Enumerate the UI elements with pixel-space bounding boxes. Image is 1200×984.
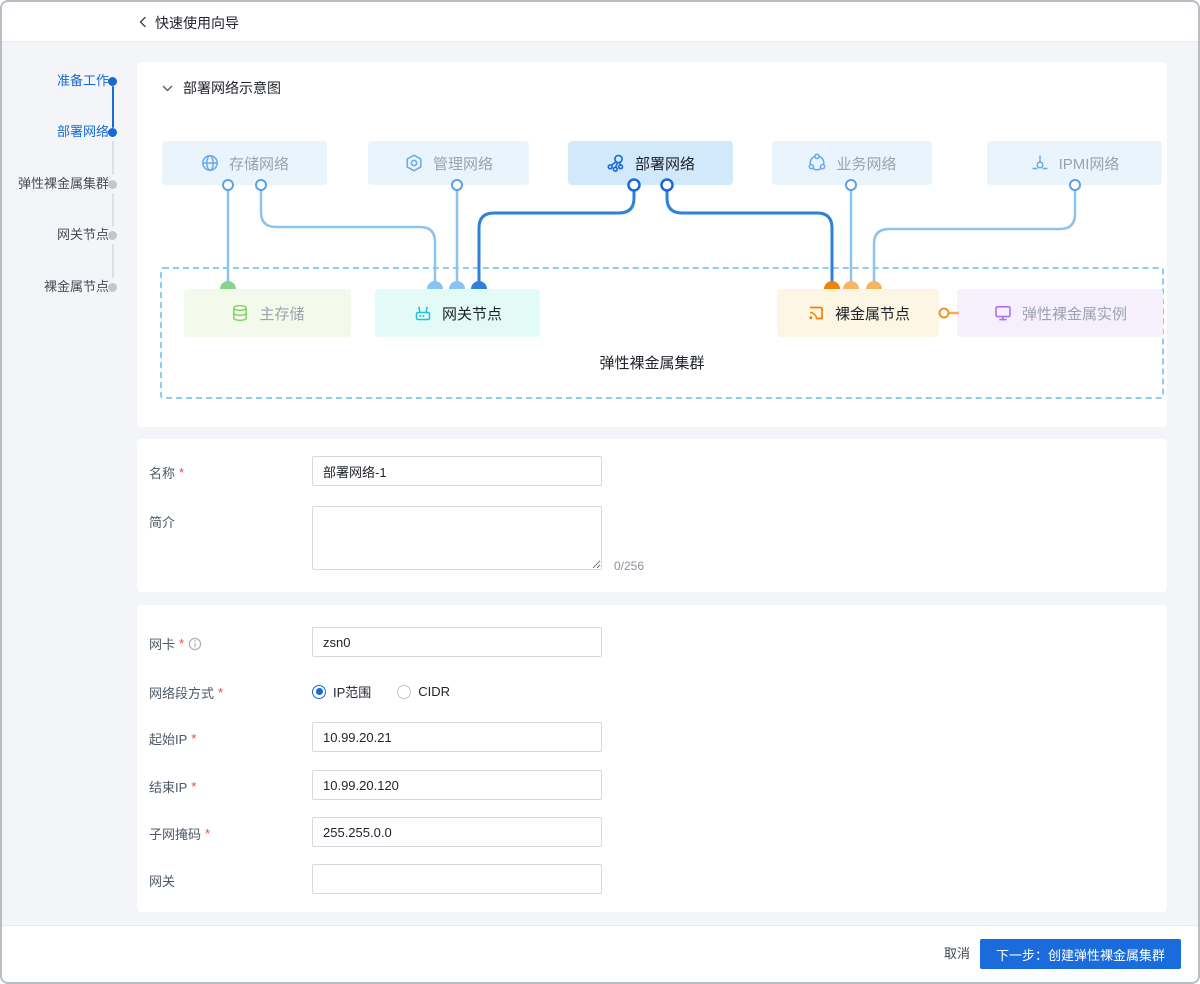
radio-ip-range[interactable]: IP范围 xyxy=(312,682,371,701)
node-ipmi-network[interactable]: IPMI网络 xyxy=(987,141,1162,185)
step-baremetal-node-dot xyxy=(108,282,117,292)
step-deploy-network[interactable]: 部署网络 xyxy=(56,124,109,139)
business-cluster-icon xyxy=(809,153,826,171)
basic-info-form: 名称* 简介 0/256 xyxy=(137,439,1167,592)
node-label: 主存储 xyxy=(259,305,305,323)
node-business-network[interactable]: 业务网络 xyxy=(772,141,932,185)
node-label: 裸金属节点 xyxy=(834,305,910,323)
database-icon xyxy=(233,304,248,322)
nic-label: 网卡* xyxy=(149,634,202,653)
cast-icon xyxy=(809,306,823,320)
name-label: 名称* xyxy=(149,465,185,481)
required-mark: * xyxy=(191,779,197,794)
end-ip-label: 结束IP* xyxy=(149,779,197,795)
subnet-mask-label: 子网掩码* xyxy=(149,826,211,842)
node-label: 弹性裸金属实例 xyxy=(1021,305,1127,323)
ipmi-pin-icon xyxy=(1032,155,1048,170)
page-title: 快速使用向导 xyxy=(155,15,239,31)
cluster-label: 弹性裸金属集群 xyxy=(599,355,705,372)
required-mark: * xyxy=(205,826,211,841)
globe-icon xyxy=(202,155,218,171)
node-label: 网关节点 xyxy=(441,305,502,323)
node-elastic-instance[interactable]: 弹性裸金属实例 xyxy=(957,289,1163,337)
step-connector xyxy=(111,86,114,128)
required-mark: * xyxy=(191,731,197,746)
gateway-label: 网关 xyxy=(149,874,176,889)
step-connector xyxy=(111,193,114,227)
diagram-title: 部署网络示意图 xyxy=(183,80,281,96)
info-icon[interactable] xyxy=(188,637,202,651)
step-connector xyxy=(111,141,114,175)
required-mark: * xyxy=(179,465,185,480)
back-button[interactable] xyxy=(134,13,152,31)
description-textarea[interactable] xyxy=(312,506,602,570)
cancel-button[interactable]: 取消 xyxy=(938,942,976,963)
manage-icon xyxy=(406,154,422,172)
node-label: 存储网络 xyxy=(228,155,289,173)
router-icon xyxy=(415,306,431,321)
chevron-left-icon xyxy=(139,16,146,28)
monitor-icon xyxy=(995,305,1011,321)
app-header: 快速使用向导 xyxy=(2,2,1198,42)
wizard-stepper: 准备工作 部署网络 弹性裸金属集群 网关节点 裸金属节点 xyxy=(2,42,137,922)
step-baremetal-node[interactable]: 裸金属节点 xyxy=(43,279,109,294)
network-diagram-panel: 部署网络示意图 存储网络 管理网络 部署网络 业务网络 IPMI网络 主存储 xyxy=(137,62,1167,427)
radio-unselected-icon xyxy=(397,684,412,699)
subnet-mask-input[interactable] xyxy=(312,817,602,847)
node-primary-storage[interactable]: 主存储 xyxy=(184,289,351,337)
step-prepare[interactable]: 准备工作 xyxy=(56,73,109,88)
char-counter: 0/256 xyxy=(614,559,645,573)
next-step-button[interactable]: 下一步：创建弹性裸金属集群 xyxy=(979,939,1181,969)
segment-mode-radio-group: IP范围 CIDR xyxy=(312,682,450,701)
network-config-form: 网卡* 网络段方式* IP范围 CIDR 起始IP* 结束IP* 子网掩码* xyxy=(137,605,1167,912)
node-label: 管理网络 xyxy=(432,155,493,173)
node-gateway[interactable]: 网关节点 xyxy=(375,289,540,337)
gateway-input[interactable] xyxy=(312,864,602,894)
nic-input[interactable] xyxy=(312,627,602,657)
node-manage-network[interactable]: 管理网络 xyxy=(368,141,529,185)
node-baremetal[interactable]: 裸金属节点 xyxy=(777,289,939,337)
step-elastic-cluster[interactable]: 弹性裸金属集群 xyxy=(17,176,109,191)
end-ip-input[interactable] xyxy=(312,770,602,800)
start-ip-label: 起始IP* xyxy=(149,731,197,747)
node-storage-network[interactable]: 存储网络 xyxy=(162,141,327,185)
description-label: 简介 xyxy=(149,515,176,530)
name-input[interactable] xyxy=(312,456,602,486)
radio-cidr[interactable]: CIDR xyxy=(397,684,450,699)
diagram-collapse-toggle[interactable]: 部署网络示意图 xyxy=(162,78,281,98)
radio-label: CIDR xyxy=(418,684,451,699)
node-label: 业务网络 xyxy=(836,155,897,173)
required-mark: * xyxy=(218,685,224,700)
step-prepare-dot xyxy=(108,76,117,86)
step-connector xyxy=(111,244,114,278)
deploy-nodes-icon xyxy=(607,154,624,172)
step-elastic-cluster-dot xyxy=(108,179,117,189)
chevron-down-icon xyxy=(162,85,173,91)
node-label: 部署网络 xyxy=(634,155,695,173)
footer-action-bar: 取消 下一步：创建弹性裸金属集群 xyxy=(2,925,1198,982)
segment-mode-label: 网络段方式* xyxy=(149,685,224,701)
start-ip-input[interactable] xyxy=(312,722,602,752)
cluster-dashed-boundary xyxy=(160,267,1164,399)
step-deploy-network-dot xyxy=(108,127,117,137)
step-gateway-node-dot xyxy=(108,230,117,240)
radio-label: IP范围 xyxy=(333,685,372,700)
required-mark: * xyxy=(179,636,185,651)
node-deploy-network[interactable]: 部署网络 xyxy=(568,141,733,185)
node-label: IPMI网络 xyxy=(1058,155,1120,173)
radio-selected-icon xyxy=(312,684,326,699)
step-gateway-node[interactable]: 网关节点 xyxy=(56,227,109,242)
